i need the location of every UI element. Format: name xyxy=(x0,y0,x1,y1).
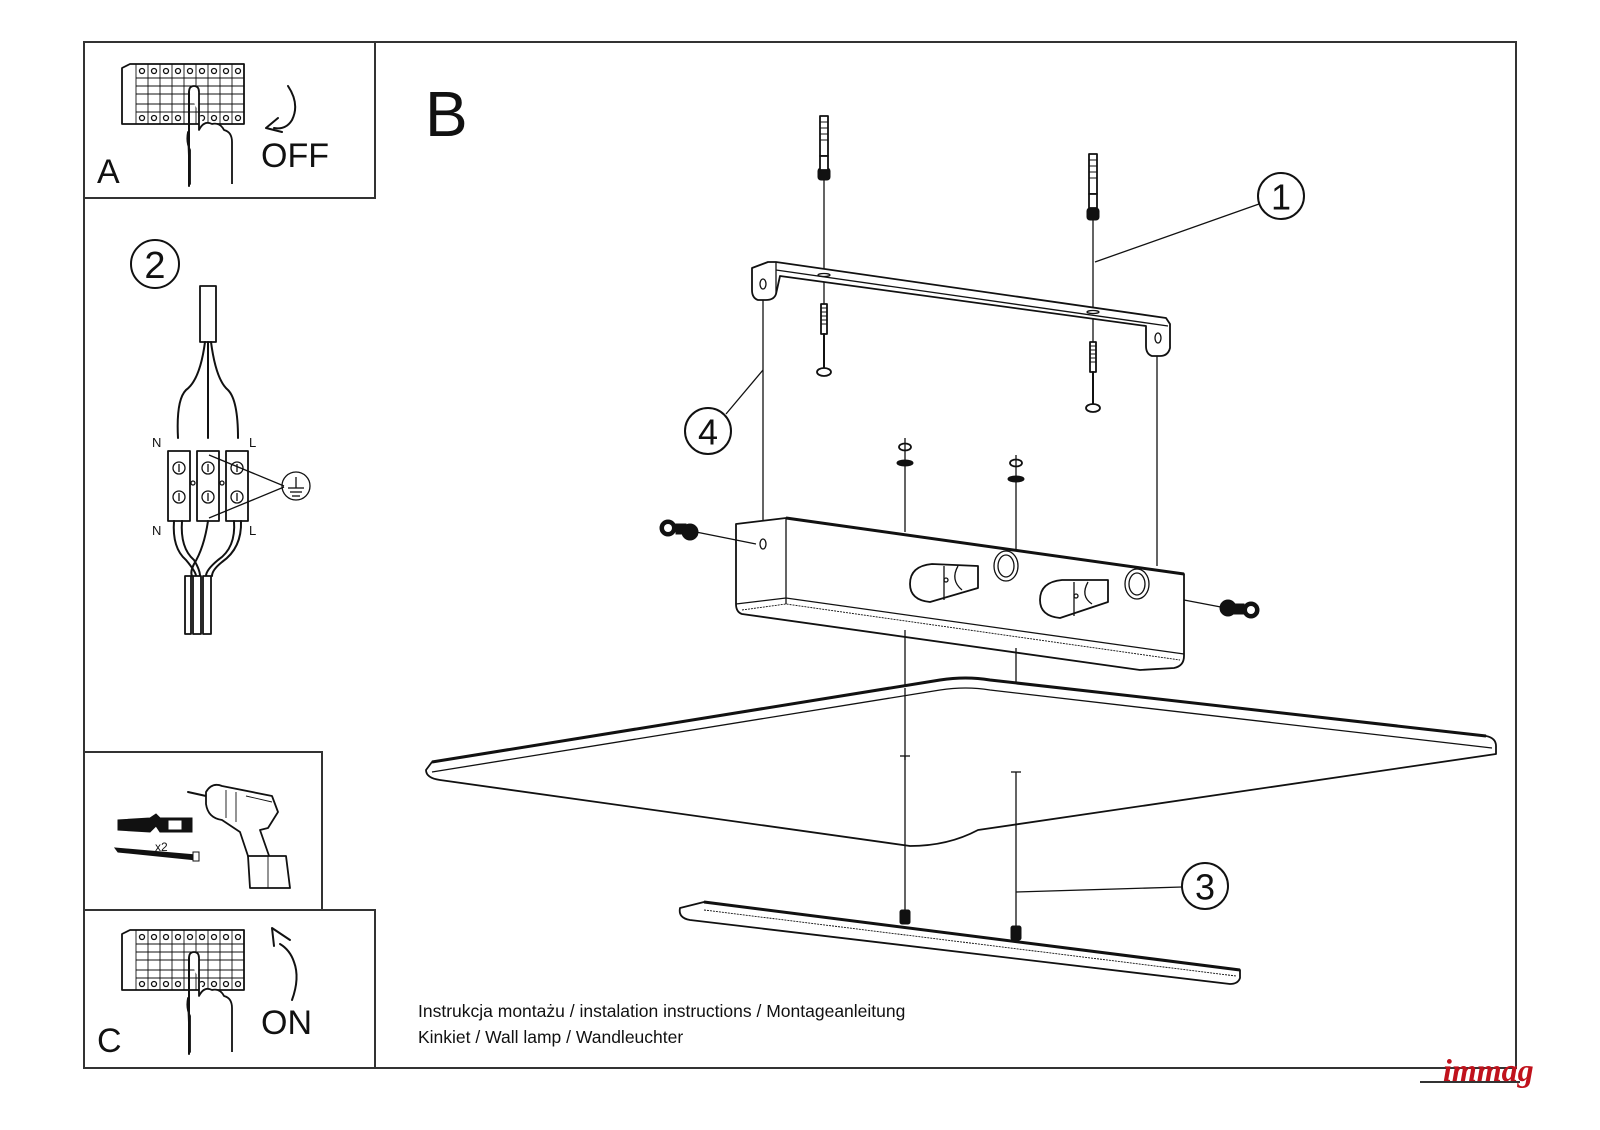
terminal-label-l-bottom: L xyxy=(249,523,256,538)
callout-1-number: 1 xyxy=(1271,177,1291,218)
callout-4-number: 4 xyxy=(698,412,718,453)
callout-4-circle xyxy=(684,407,732,455)
cable-hole xyxy=(993,550,1019,582)
callout-1-leader xyxy=(1094,203,1260,263)
cable-hole xyxy=(1124,568,1150,600)
callout-3-leader xyxy=(1015,886,1183,893)
arrow-up-icon xyxy=(279,943,298,1001)
lamp-wires-icon xyxy=(172,520,243,635)
callout-2-circle xyxy=(130,239,180,289)
arrow-head xyxy=(265,117,283,133)
terminal-label-l-top: L xyxy=(249,435,256,450)
wall-plug-icon xyxy=(817,115,831,181)
panel-wiring: 2 N L N L xyxy=(130,239,311,635)
breaker-panel-icon xyxy=(121,63,245,125)
screw-icon xyxy=(113,847,200,862)
panel-c-on-label: ON xyxy=(261,1004,312,1042)
wall-plug-icon xyxy=(1086,153,1100,221)
panel-a-off-label: OFF xyxy=(261,137,329,175)
panel-c: C ON xyxy=(84,909,376,1068)
terminal-block-icon xyxy=(167,450,285,522)
side-screw-icon xyxy=(1183,599,1260,619)
breaker-panel-icon xyxy=(121,929,245,991)
wall-plug-icon xyxy=(117,813,193,833)
panel-c-border xyxy=(84,909,376,1068)
panel-b-letter: B xyxy=(425,78,468,150)
caption-product: Kinkiet / Wall lamp / Wandleuchter xyxy=(418,1027,684,1047)
terminal-label-n-bottom: N xyxy=(152,523,161,538)
callout-2-number: 2 xyxy=(144,245,165,287)
light-bar xyxy=(678,900,1241,985)
brand-logo: immag xyxy=(1443,1052,1534,1088)
panel-a-border xyxy=(84,42,376,199)
panel-b: B xyxy=(425,78,1497,985)
nut-washer-icon xyxy=(896,438,914,532)
panel-a-letter: A xyxy=(97,153,120,191)
side-screw-icon xyxy=(659,519,757,545)
mounting-bracket xyxy=(751,261,1171,357)
cable-icon xyxy=(176,285,239,439)
screw-icon xyxy=(816,303,832,377)
terminal-label-n-top: N xyxy=(152,435,161,450)
screw-icon xyxy=(1085,341,1101,413)
callout-3-number: 3 xyxy=(1195,867,1215,908)
nut-washer-icon xyxy=(1007,455,1025,560)
arrow-down-icon xyxy=(273,85,297,130)
hand-pointer-icon xyxy=(186,85,233,187)
cable-clamp-icon xyxy=(1039,579,1109,619)
outer-frame xyxy=(83,41,1517,1069)
callout-4-leader xyxy=(725,369,764,415)
quantity-label: x2 xyxy=(155,840,168,854)
caption-instructions: Instrukcja montażu / instalation instruc… xyxy=(418,1001,906,1021)
lamp-panel xyxy=(425,676,1497,847)
arrow-head xyxy=(271,927,291,947)
hand-pointer-icon xyxy=(186,951,233,1055)
drill-icon xyxy=(187,783,291,889)
cable-clamp-icon xyxy=(909,563,979,603)
junction-box xyxy=(735,516,1185,671)
panel-tools: x2 xyxy=(84,751,323,911)
callout-1-circle xyxy=(1257,172,1305,220)
callout-3-circle xyxy=(1181,862,1229,910)
panel-a: A OFF xyxy=(84,42,376,199)
panel-c-letter: C xyxy=(97,1022,122,1060)
earth-ground-icon xyxy=(281,471,311,501)
